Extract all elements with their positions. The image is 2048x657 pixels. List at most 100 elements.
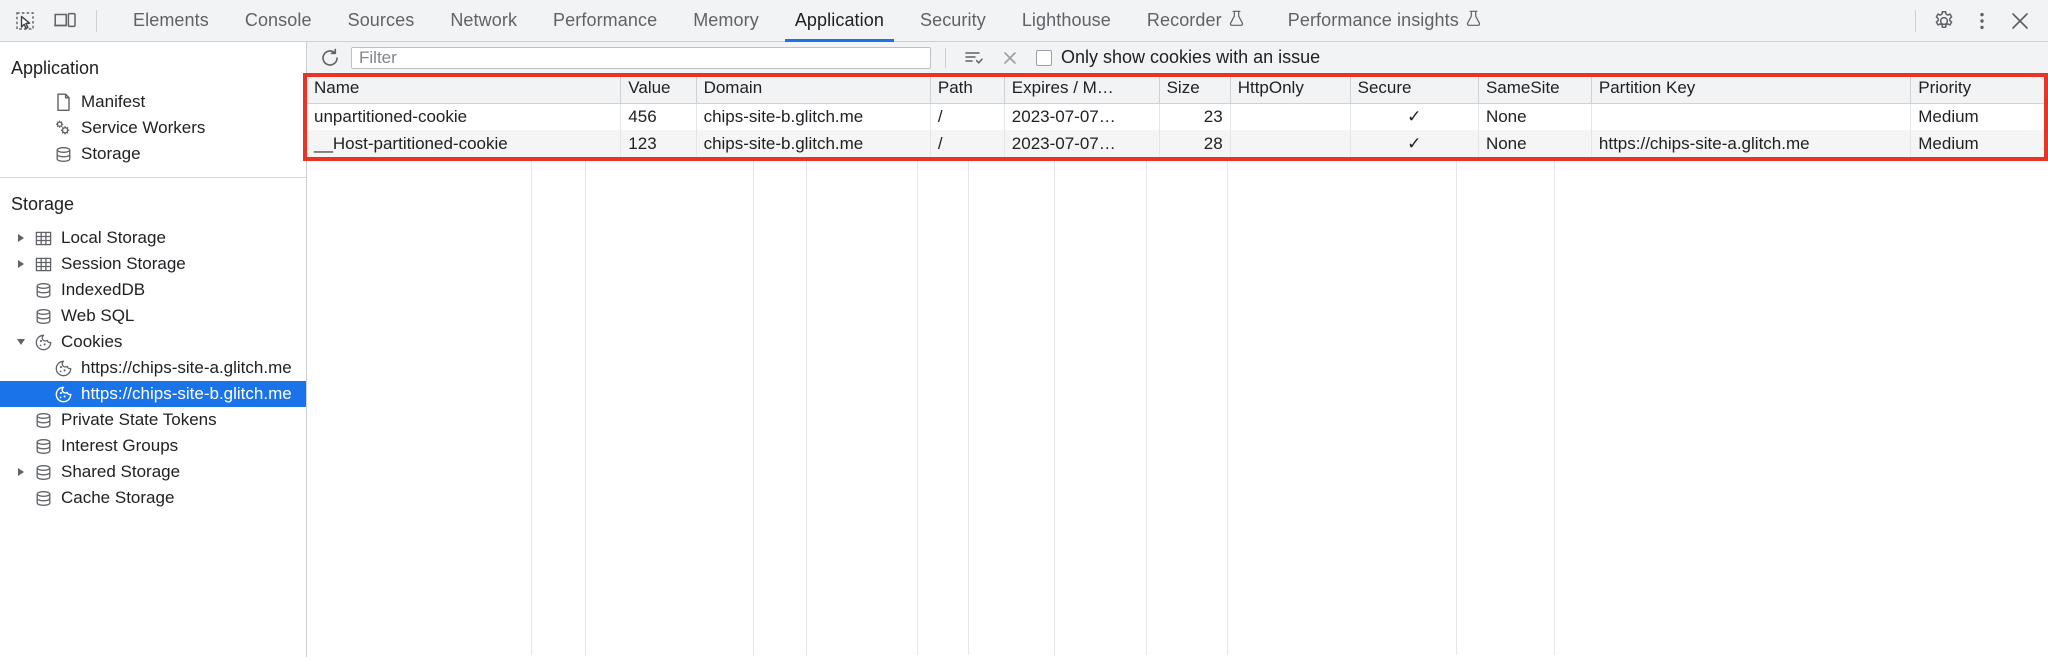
checkbox-box[interactable] [1036,49,1052,66]
tab-label: Performance insights [1287,10,1459,30]
more-options-icon[interactable] [1964,5,2000,37]
tabbar-right-divider [1915,9,1916,32]
cell-domain: chips-site-b.glitch.me [696,130,931,157]
tabbar-tool-icons [8,6,115,36]
tabbar-right-controls [1901,5,2038,37]
tab-label: Lighthouse [1021,10,1111,30]
tree-spacer [11,410,31,430]
column-header-name[interactable]: Name [307,74,622,104]
experiment-flask-icon [1229,10,1244,32]
tab-security[interactable]: Security [902,0,1004,42]
column-header-path[interactable]: Path [930,74,1005,104]
table-row[interactable]: __Host-partitioned-cookie 123 chips-site… [307,130,2048,157]
sidebar-item-storage[interactable]: Storage [0,141,306,167]
column-header-partition-key[interactable]: Partition Key [1591,74,1912,104]
tab-label: Performance [553,10,658,30]
sidebar-item-cookies[interactable]: Cookies [0,329,306,355]
only-show-issues-checkbox[interactable]: Only show cookies with an issue [1036,47,1320,68]
sidebar-item-indexeddb[interactable]: IndexedDB [0,277,306,303]
column-header-domain[interactable]: Domain [696,74,931,104]
tree-spacer [11,488,31,508]
sidebar-item-web-sql[interactable]: Web SQL [0,303,306,329]
tab-label: Application [794,10,884,30]
tab-network[interactable]: Network [432,0,535,42]
database-icon [31,411,55,430]
chevron-right-icon[interactable] [11,228,31,248]
sidebar-item-private-state-tokens[interactable]: Private State Tokens [0,407,306,433]
cell-priority: Medium [1910,130,2048,157]
tab-sources[interactable]: Sources [330,0,433,42]
tab-application[interactable]: Application [777,0,902,42]
tree-spacer [11,306,31,326]
chevron-right-icon[interactable] [11,254,31,274]
refresh-icon[interactable] [317,45,343,71]
sidebar-item-label: Interest Groups [61,436,179,455]
device-toolbar-icon[interactable] [48,6,82,36]
sidebar-item-manifest[interactable]: Manifest [0,89,306,115]
panel-tabs: Elements Console Sources Network Perform… [115,0,1901,42]
column-header-value[interactable]: Value [620,74,697,104]
tab-memory[interactable]: Memory [675,0,777,42]
sidebar-item-shared-storage[interactable]: Shared Storage [0,459,306,485]
cell-secure: ✓ [1350,130,1479,157]
cell-name: __Host-partitioned-cookie [307,130,622,157]
database-icon [51,145,75,164]
sidebar-item-label: Web SQL [61,306,135,325]
sidebar-item-label: IndexedDB [61,280,146,299]
filter-toolbar-divider [945,47,946,68]
column-header-expires[interactable]: Expires / M… [1004,74,1160,104]
tab-label: Memory [693,10,759,30]
column-header-samesite[interactable]: SameSite [1478,74,1592,104]
filter-input[interactable]: Filter [351,46,931,69]
sidebar-item-label: https://chips-site-b.glitch.me [81,384,292,403]
tab-elements[interactable]: Elements [115,0,227,42]
tab-console[interactable]: Console [227,0,330,42]
close-icon[interactable] [2002,5,2038,37]
sidebar-item-interest-groups[interactable]: Interest Groups [0,433,306,459]
sidebar-item-local-storage[interactable]: Local Storage [0,225,306,251]
table-grid-icon [31,255,55,274]
sidebar-item-cookies-chips-site-b[interactable]: https://chips-site-b.glitch.me [0,381,306,407]
clear-all-cookies-icon[interactable] [960,45,988,71]
inspect-element-icon[interactable] [8,6,42,36]
chevron-down-icon[interactable] [11,332,31,352]
cookies-table-body: unpartitioned-cookie 456 chips-site-b.gl… [307,103,2048,157]
sidebar-item-cookies-chips-site-a[interactable]: https://chips-site-a.glitch.me [0,355,306,381]
tab-performance[interactable]: Performance [535,0,675,42]
cell-name: unpartitioned-cookie [307,103,622,130]
filter-placeholder-text: Filter [359,47,397,67]
sidebar-item-label: Private State Tokens [61,410,217,429]
cell-secure: ✓ [1350,103,1479,130]
cell-expires: 2023-07-07… [1004,103,1160,130]
tree-spacer [11,436,31,456]
column-header-size[interactable]: Size [1159,74,1231,104]
tab-recorder[interactable]: Recorder [1129,0,1262,42]
tab-performance-insights[interactable]: Performance insights [1262,0,1507,42]
clear-filter-icon[interactable] [996,45,1024,71]
cookie-icon [51,359,75,378]
sidebar-item-label: Cache Storage [61,488,175,507]
sidebar-item-label: Session Storage [61,254,186,273]
table-row[interactable]: unpartitioned-cookie 456 chips-site-b.gl… [307,103,2048,130]
sidebar-item-label: Cookies [61,332,123,351]
tree-spacer [31,144,51,164]
tree-spacer [31,384,51,404]
settings-gear-icon[interactable] [1926,5,1962,37]
column-header-priority[interactable]: Priority [1910,74,2048,104]
sidebar-item-label: Storage [81,144,141,163]
devtools-body: Application Manifest [0,42,2048,657]
sidebar-item-session-storage[interactable]: Session Storage [0,251,306,277]
sidebar-item-cache-storage[interactable]: Cache Storage [0,485,306,511]
tab-label: Elements [133,10,209,30]
sidebar-item-service-workers[interactable]: Service Workers [0,115,306,141]
chevron-right-icon[interactable] [11,462,31,482]
column-header-httponly[interactable]: HttpOnly [1230,74,1351,104]
tab-lighthouse[interactable]: Lighthouse [1004,0,1129,42]
experiment-flask-icon [1466,10,1481,32]
cell-path: / [930,130,1005,157]
cookies-panel: Filter Only show cookies with an [307,42,2048,657]
cell-httponly [1230,130,1351,157]
devtools-tabbar: Elements Console Sources Network Perform… [0,0,2048,42]
column-header-secure[interactable]: Secure [1350,74,1479,104]
